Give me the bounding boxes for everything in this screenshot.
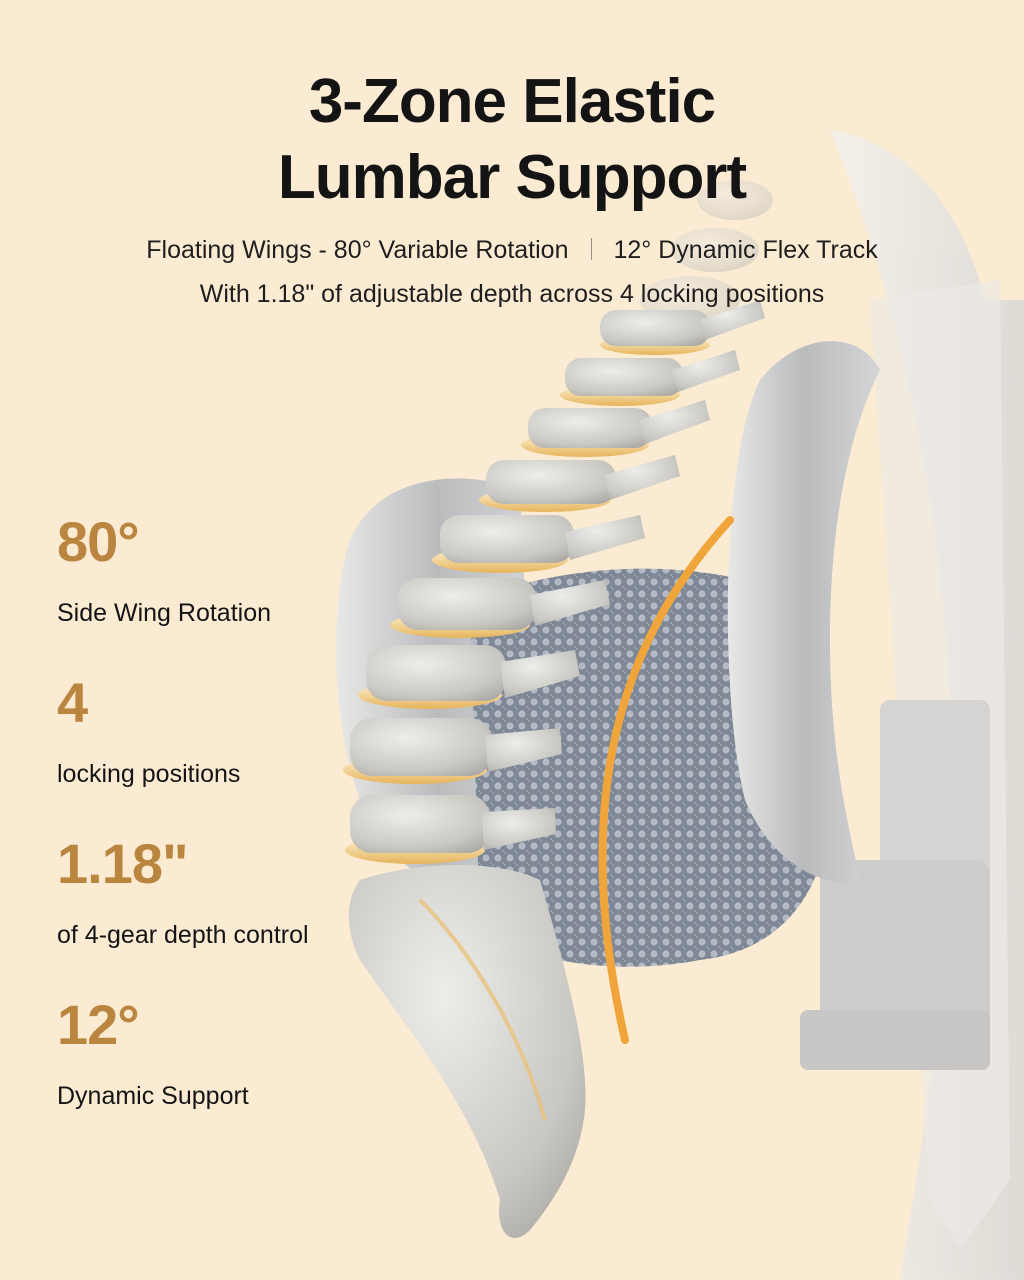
divider	[590, 238, 592, 261]
title-line-1: 3-Zone Elastic	[308, 67, 716, 136]
flex-arc	[598, 516, 734, 1044]
chair-frame	[800, 130, 1024, 1280]
stat-depth-control: 1.18" of 4-gear depth control	[57, 834, 309, 950]
stat-value: 12°	[57, 993, 140, 1056]
stat-label: Dynamic Support	[57, 1082, 249, 1110]
subtitle-flex-track: 12° Dynamic Flex Track	[613, 236, 878, 264]
stat-wing-rotation: 80° Side Wing Rotation	[57, 512, 271, 628]
stat-locking-positions: 4 locking positions	[57, 673, 240, 789]
subtitle-rotation: Floating Wings - 80° Variable Rotation	[146, 236, 569, 264]
stat-dynamic-support: 12° Dynamic Support	[57, 995, 249, 1111]
spine	[343, 180, 773, 1239]
right-wing	[727, 341, 880, 882]
stat-value: 4	[57, 671, 88, 734]
stat-value: 80°	[57, 510, 140, 573]
subtitle-line-1: Floating Wings - 80° Variable Rotation 12…	[0, 234, 1024, 266]
stat-value: 1.18"	[57, 832, 189, 895]
stat-label: locking positions	[57, 760, 241, 788]
stat-label: of 4-gear depth control	[57, 921, 309, 949]
subtitle-line-2: With 1.18" of adjustable depth across 4 …	[199, 280, 825, 308]
page-title: 3-Zone Elastic Lumbar Support	[0, 64, 1024, 216]
stat-label: Side Wing Rotation	[57, 599, 272, 627]
title-line-2: Lumbar Support	[277, 143, 747, 212]
